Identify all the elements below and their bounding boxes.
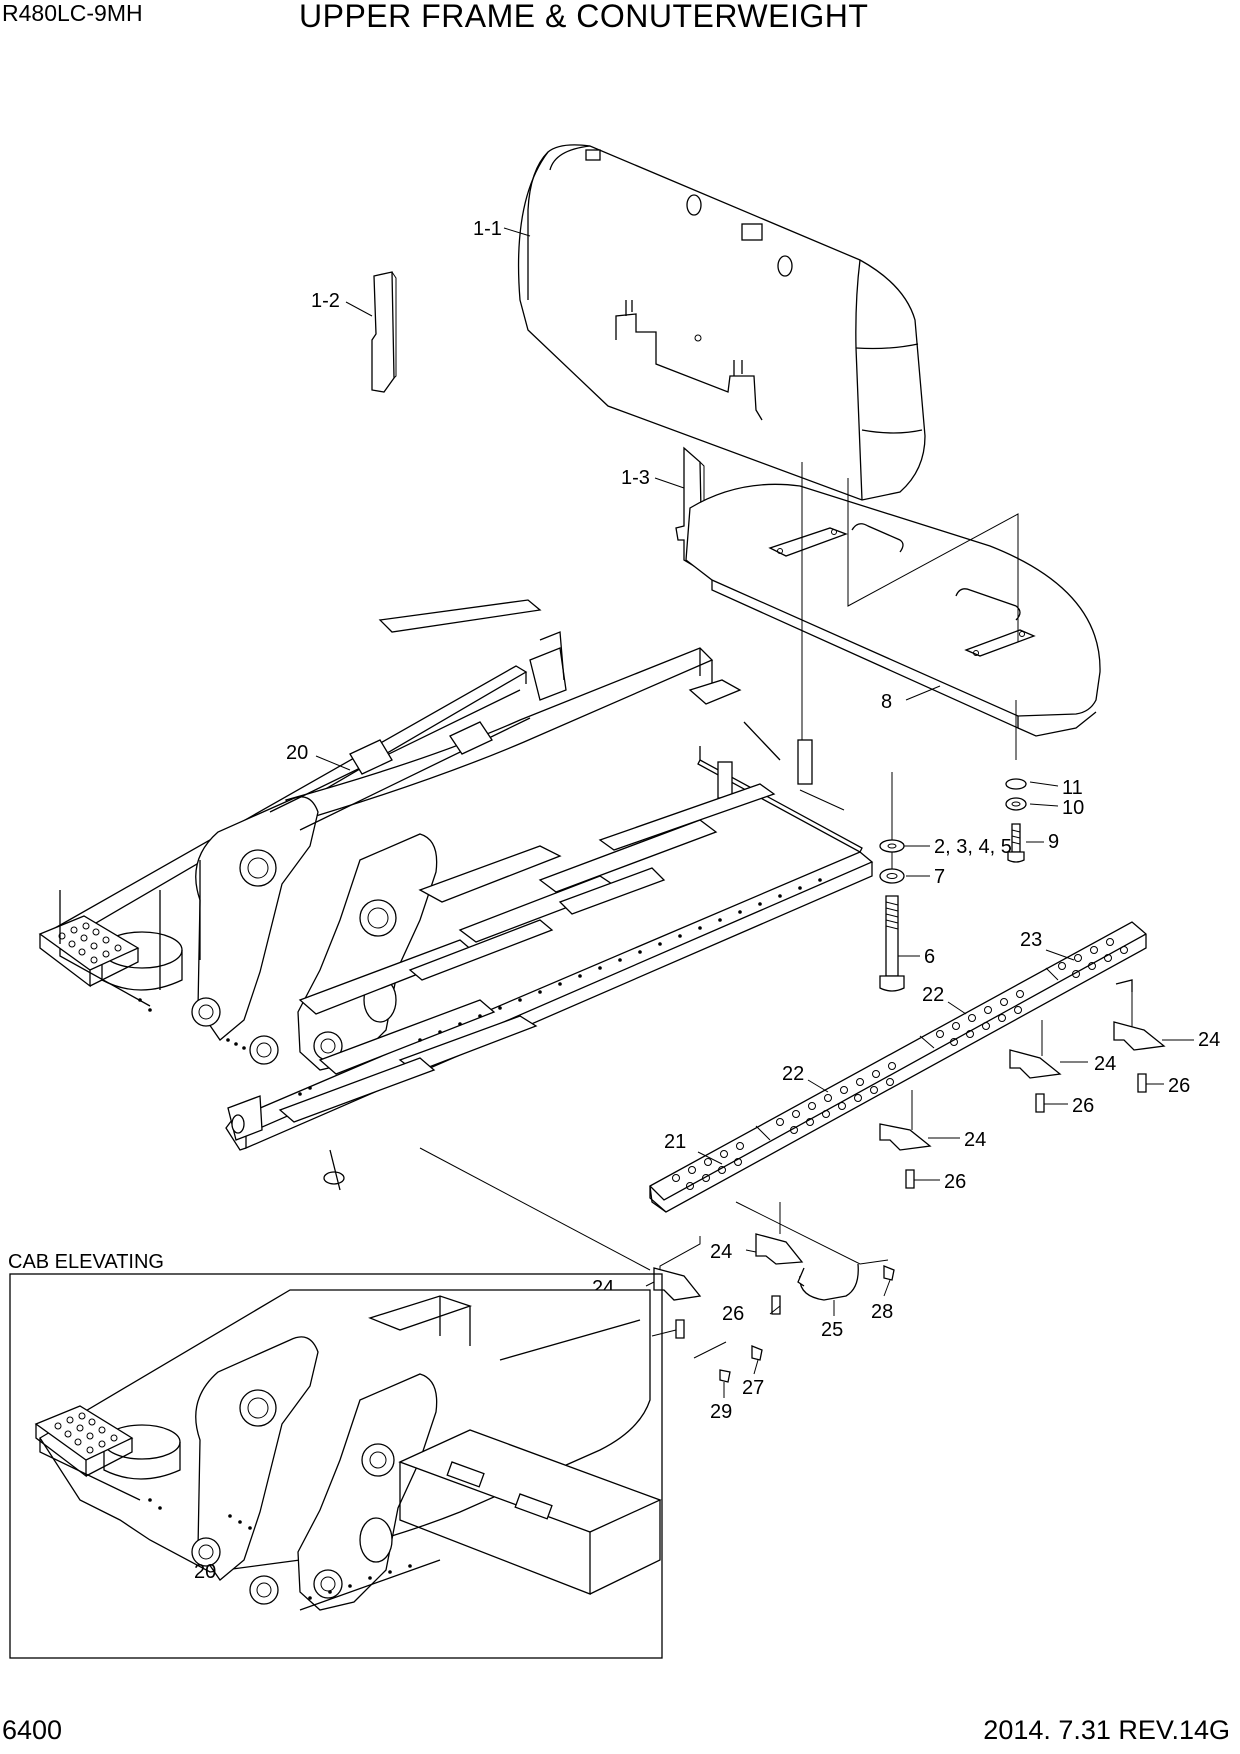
bracket-24: [879, 1123, 932, 1151]
callout-1-3: 1-3: [621, 467, 650, 489]
assembly-lines: [799, 462, 1019, 874]
bolt-26: [1035, 1093, 1045, 1113]
frame-holes: [138, 878, 822, 1096]
callout-24-c: 24: [964, 1129, 986, 1151]
callout-2-3-4-5: 2, 3, 4, 5: [934, 836, 1012, 858]
callout-25: 25: [821, 1319, 843, 1341]
counterweight-base-plate: [685, 483, 1101, 737]
upper-frame: [38, 599, 874, 1191]
callout-22-upper: 22: [922, 984, 944, 1006]
bracket-24: [653, 1267, 702, 1301]
bolt-26: [905, 1169, 915, 1189]
clip-27: [751, 1345, 763, 1361]
callout-1-1: 1-1: [473, 218, 502, 240]
callout-22-lower: 22: [782, 1063, 804, 1085]
bolt-26: [675, 1319, 685, 1339]
counterweight: [517, 144, 926, 501]
callout-24-d: 24: [710, 1241, 732, 1263]
revision-date: 2014. 7.31 REV.14G: [983, 1715, 1230, 1745]
inset-cab-elevating: CAB ELEVATING: [8, 1251, 663, 1659]
washer-10: [1005, 797, 1027, 811]
inset-label: CAB ELEVATING: [8, 1251, 164, 1273]
bolt-26: [771, 1295, 781, 1315]
callout-26-b: 26: [1072, 1095, 1094, 1117]
harness-25: [799, 1263, 859, 1301]
callouts: 1-1 1-2 1-3 8 20 11 10 9 2, 3, 4, 5 7 6 …: [286, 218, 1220, 1423]
nut-29: [719, 1369, 731, 1383]
lifting-eye: [686, 194, 702, 216]
callout-20-inset: 20: [194, 1561, 216, 1583]
callout-10: 10: [1062, 797, 1084, 819]
callout-8: 8: [881, 691, 892, 713]
page-number: 6400: [2, 1715, 63, 1745]
callout-26-c: 26: [944, 1171, 966, 1193]
washer-2: [879, 839, 905, 853]
callout-9: 9: [1048, 831, 1059, 853]
brackets-and-bolts: [419, 992, 1166, 1383]
model-code: R480LC-9MH: [2, 0, 143, 26]
hardware-stack: [879, 778, 1027, 992]
callout-29: 29: [710, 1401, 732, 1423]
bracket-24: [1113, 1021, 1166, 1051]
part-plate-1-2: [371, 271, 397, 393]
inset-step-holes: [54, 1412, 118, 1454]
page-title: UPPER FRAME & CONUTERWEIGHT: [299, 0, 869, 34]
inset-holes: [148, 1498, 412, 1600]
inset-frame: [9, 1273, 663, 1659]
bolt-26: [1137, 1073, 1147, 1093]
callout-24-a: 24: [1198, 1029, 1220, 1051]
callout-26-d: 26: [722, 1303, 744, 1325]
washer-7: [879, 868, 905, 884]
callout-11: 11: [1062, 777, 1083, 799]
step-holes: [58, 922, 122, 964]
clip-28: [883, 1265, 895, 1281]
footboard-holes: [672, 938, 1128, 1190]
callout-24-b: 24: [1094, 1053, 1116, 1075]
callout-21: 21: [664, 1131, 686, 1153]
callout-7: 7: [934, 866, 945, 888]
callout-6: 6: [924, 946, 935, 968]
callout-26-a: 26: [1168, 1075, 1190, 1097]
lifting-eye: [777, 255, 793, 277]
callout-1-2: 1-2: [311, 290, 340, 312]
washer-11: [1005, 778, 1027, 790]
bracket-24: [755, 1233, 804, 1265]
footboards: [649, 921, 1147, 1213]
callout-27: 27: [742, 1377, 764, 1399]
callout-28: 28: [871, 1301, 893, 1323]
callout-23: 23: [1020, 929, 1042, 951]
lifting-boss: [585, 149, 601, 161]
bracket-24: [1009, 1049, 1062, 1079]
callout-20: 20: [286, 742, 308, 764]
lifting-boss: [741, 223, 763, 241]
